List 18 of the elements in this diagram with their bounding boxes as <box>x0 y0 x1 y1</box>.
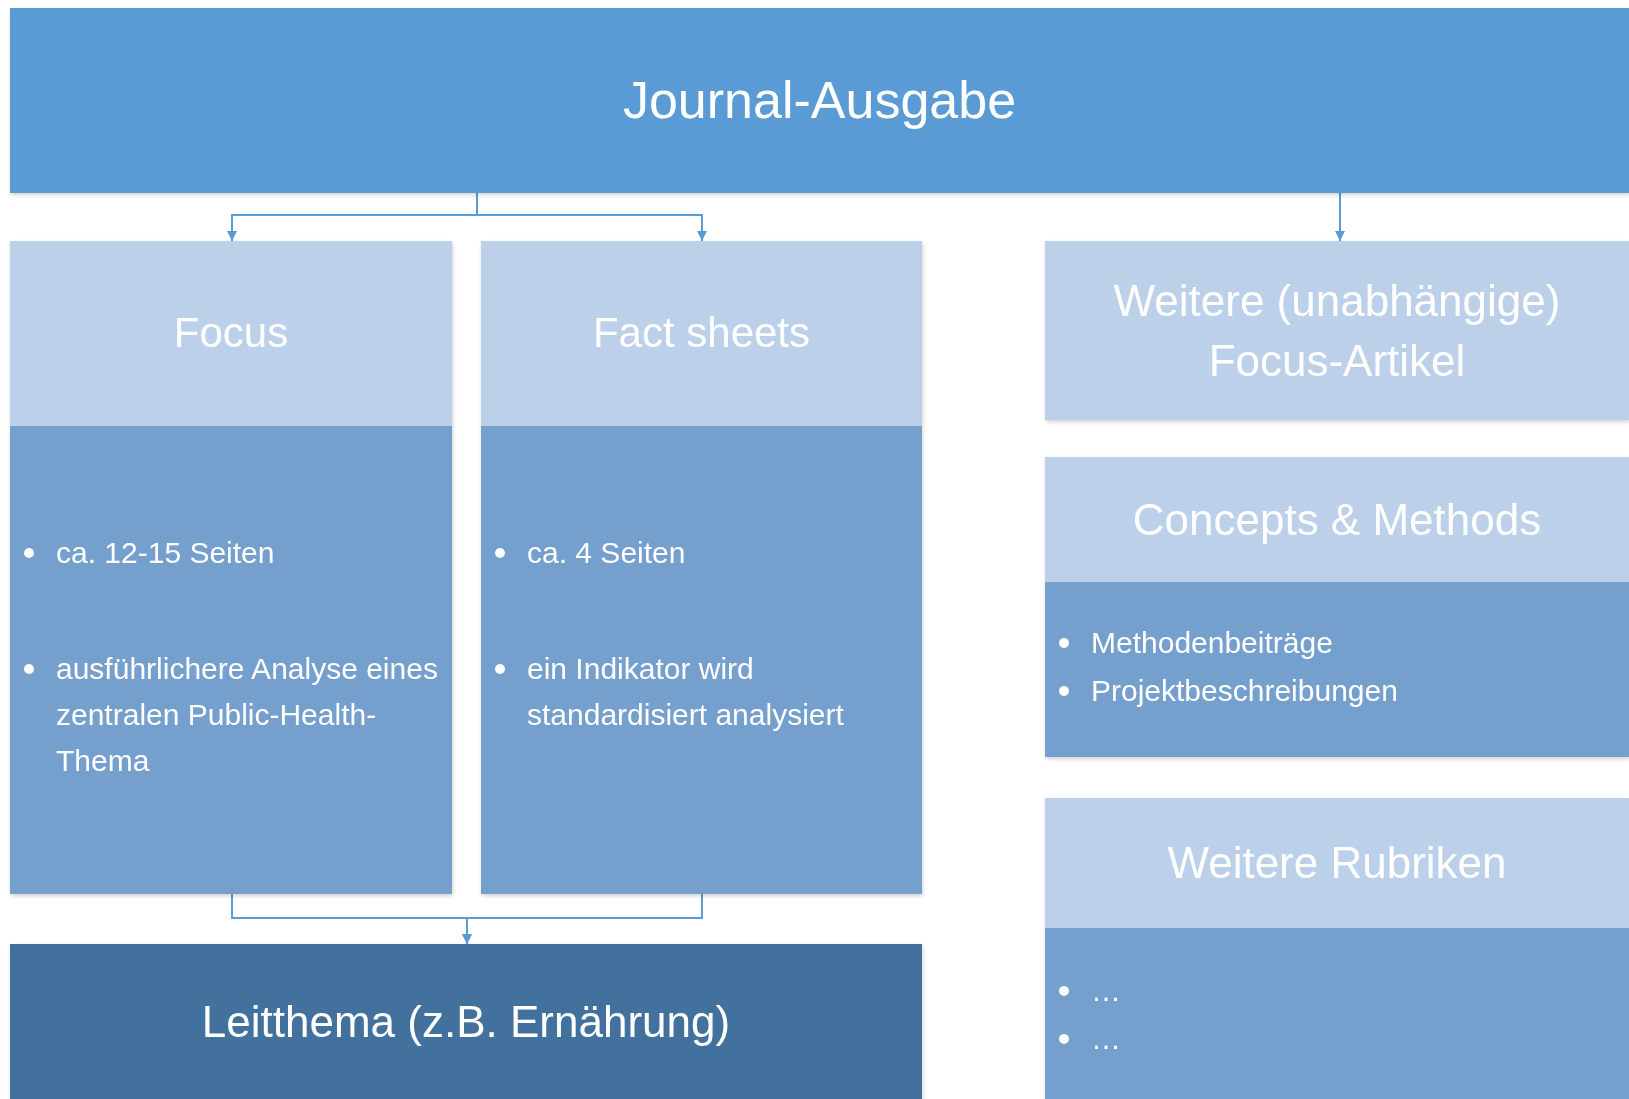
bullet-text: ausführlichere Analyse eines zentralen Public-Health-Thema <box>56 650 439 779</box>
bullet-text: … <box>1091 1020 1121 1057</box>
theme-banner: Leitthema (z.B. Ernährung) <box>10 944 922 1099</box>
bullet-text: ca. 12-15 Seiten <box>56 535 275 571</box>
bullet-text: Methodenbeiträge <box>1091 625 1333 661</box>
section-header: Weitere Rubriken <box>1045 798 1629 928</box>
bullet-text: ca. 4 Seiten <box>527 535 686 571</box>
connector-arrow <box>476 192 707 242</box>
section-header: Weitere (unabhängige) Focus-Artikel <box>1045 241 1629 420</box>
section-header: Concepts & Methods <box>1045 457 1629 582</box>
connector-arrow <box>462 893 703 945</box>
section-header: Focus <box>10 241 452 426</box>
bullet-text: ein Indikator wird standardisiert analysiert <box>527 650 845 733</box>
title-banner: Journal-Ausgabe <box>10 8 1629 193</box>
bullet-text: Projektbeschreibungen <box>1091 672 1398 709</box>
section-header: Fact sheets <box>481 241 922 426</box>
connector-arrow <box>1335 192 1345 242</box>
bullet-text: … <box>1091 973 1121 1009</box>
